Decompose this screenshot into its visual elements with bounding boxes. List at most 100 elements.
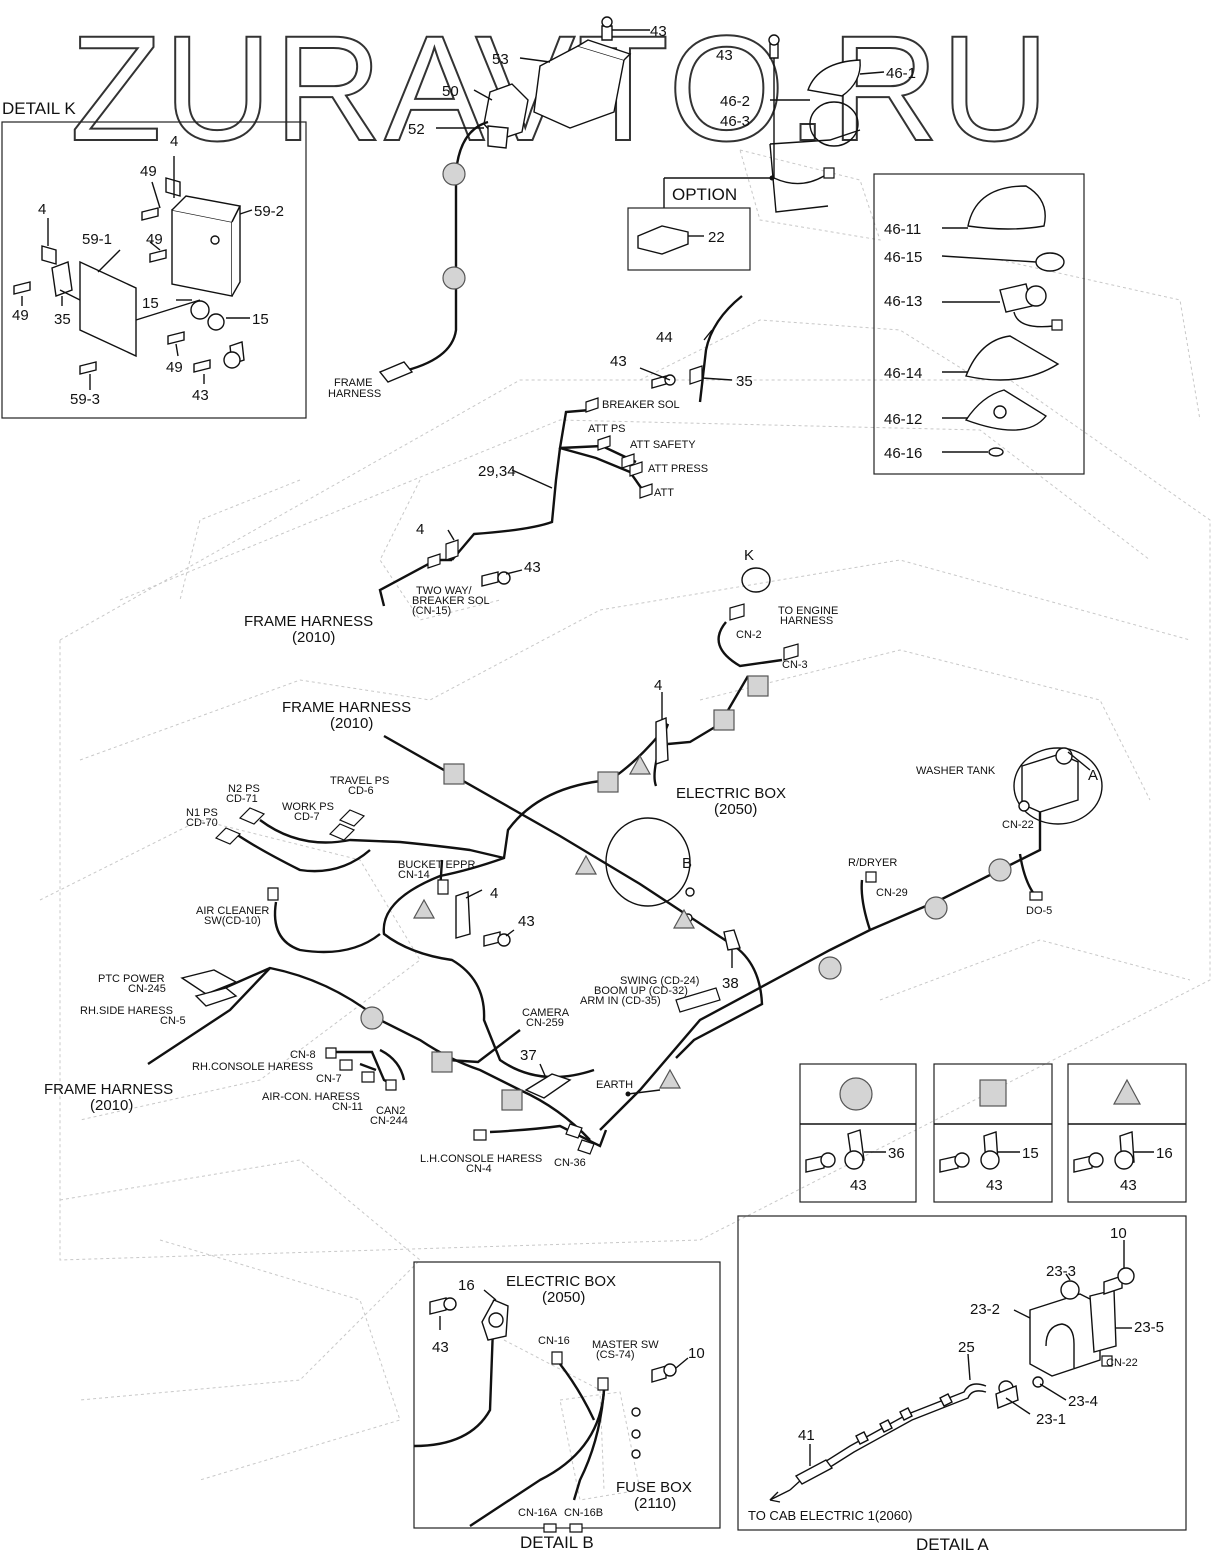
callout-50: 50 (442, 83, 459, 100)
label-n2ps: N2 PS (228, 783, 260, 795)
label-frame-harness-3b: (2010) (90, 1097, 133, 1114)
main-callouts: 44 43 35 29,34 4 43 K 4 4 43 B 38 37 A (416, 329, 1098, 1079)
callout-a: A (1088, 767, 1098, 784)
label-breaker-sol: BREAKER SOL (602, 399, 680, 411)
harness-wires (147, 120, 1042, 1148)
detail-k-title: DETAIL K (2, 99, 76, 118)
harness-connectors (180, 365, 1103, 1155)
top-lamp-assembly: 43 43 53 50 52 46-1 46-2 46-3 (408, 16, 916, 213)
detail-b-fuse-box: FUSE BOX (616, 1479, 692, 1496)
detail-k-label-8: 49 (166, 359, 183, 376)
label-n1ps: N1 PS (186, 807, 218, 819)
legend-3-part-b: 43 (1120, 1177, 1137, 1194)
callout-52: 52 (408, 121, 425, 138)
label-cn7: CN-7 (316, 1073, 342, 1085)
detail-a-cn22: CN-22 (1106, 1357, 1138, 1369)
detail-a-callout-23-5: 23-5 (1134, 1319, 1164, 1336)
callout-43-c: 43 (524, 559, 541, 576)
callout-37: 37 (520, 1047, 537, 1064)
label-lh-console: L.H.CONSOLE HARESS (420, 1153, 542, 1165)
detail-a-callout-23-1: 23-1 (1036, 1411, 1066, 1428)
callout-4-c: 4 (490, 885, 498, 902)
label-frame-harness-1: FRAME HARNESS (244, 613, 373, 630)
label-cn29: CN-29 (876, 887, 908, 899)
label-earth: EARTH (596, 1079, 633, 1091)
detail-b-electric-box-b: (2050) (542, 1289, 585, 1306)
detail-46-label-0: 46-11 (884, 221, 921, 238)
detail-k-label-6: 15 (142, 295, 159, 312)
label-cn5: CN-5 (160, 1015, 186, 1027)
label-frame-harness-2: FRAME HARNESS (282, 699, 411, 716)
detail-b-callout-43: 43 (432, 1339, 449, 1356)
detail-46-label-2: 46-13 (884, 293, 922, 310)
label-rh-side: RH.SIDE HARESS (80, 1005, 173, 1017)
svg-text:FRAME HARNESS: FRAME HARNESS (328, 377, 381, 400)
label-camera: CAMERA (522, 1007, 570, 1019)
callout-29-34: 29,34 (478, 463, 516, 480)
detail-b-title: DETAIL B (520, 1533, 594, 1552)
label-att-safety: ATT SAFETY (630, 439, 696, 451)
detail-b-electric-box: ELECTRIC BOX (506, 1273, 616, 1290)
label-two-way-3: (CN-15) (412, 605, 451, 617)
detail-a-callout-23-3: 23-3 (1046, 1263, 1076, 1280)
callout-b: B (682, 855, 692, 872)
label-frame-harness-top-1: FRAME (334, 377, 373, 389)
label-electric-box: ELECTRIC BOX (676, 785, 786, 802)
label-cn8: CN-8 (290, 1049, 316, 1061)
label-att-press: ATT PRESS (648, 463, 708, 475)
label-sw-cd10: SW(CD-10) (204, 915, 261, 927)
label-cn244: CN-244 (370, 1115, 408, 1127)
detail-b-callout-10: 10 (688, 1345, 705, 1362)
label-bucket-eppr: BUCKET EPPR (398, 859, 475, 871)
label-air-cleaner: AIR CLEANER (196, 905, 269, 917)
detail-b-cn16b: CN-16B (564, 1507, 603, 1519)
legend-panel: 36 43 15 43 16 43 (799, 1063, 1187, 1203)
label-travelps: TRAVEL PS (330, 775, 389, 787)
callout-43-top: 43 (650, 23, 667, 40)
detail-k-label-11: 59-3 (70, 391, 100, 408)
label-cn36: CN-36 (554, 1157, 586, 1169)
label-frame-harness-1b: (2010) (292, 629, 335, 646)
label-rh-console: RH.CONSOLE HARESS (192, 1061, 313, 1073)
label-two-way-2: BREAKER SOL (412, 595, 490, 607)
detail-b-cn16: CN-16 (538, 1335, 570, 1347)
label-two-way-1: TWO WAY/ (416, 585, 473, 597)
detail-b-master-sw: MASTER SW (592, 1339, 659, 1351)
label-att: ATT (654, 487, 674, 499)
label-frame-harness-3: FRAME HARNESS (44, 1081, 173, 1098)
label-washer-tank: WASHER TANK (916, 765, 996, 777)
detail-k-label-1: 49 (140, 163, 157, 180)
callout-46-3: 46-3 (720, 113, 750, 130)
callout-44: 44 (656, 329, 673, 346)
label-cd71: CD-71 (226, 793, 258, 805)
label-cn4: CN-4 (466, 1163, 492, 1175)
clip-markers (360, 162, 1012, 1111)
detail-k-label-3: 4 (38, 201, 46, 218)
option-panel: OPTION 22 (627, 185, 751, 271)
label-swing: SWING (CD-24) (620, 975, 699, 987)
label-workps: WORK PS (282, 801, 334, 813)
callout-46-1: 46-1 (886, 65, 916, 82)
detail-46-label-5: 46-16 (884, 445, 922, 462)
label-cn11: CN-11 (332, 1101, 363, 1113)
detail-k-label-10: 49 (12, 307, 29, 324)
label-cn3: CN-3 (782, 659, 808, 671)
detail-k-label-9: 35 (54, 311, 71, 328)
detail-46-label-3: 46-14 (884, 365, 922, 382)
callout-4-b: 4 (654, 677, 662, 694)
legend-2-part-a: 15 (1022, 1145, 1039, 1162)
label-electric-box-b: (2050) (714, 801, 757, 818)
label-arm-in: ARM IN (CD-35) (580, 995, 661, 1007)
lamp-exploded-panel: 46-11 46-15 46-13 46-14 46-12 46-16 (873, 173, 1085, 475)
detail-a-callout-23-2: 23-2 (970, 1301, 1000, 1318)
label-frame-harness-top-2: HARNESS (328, 388, 381, 400)
option-title: OPTION (672, 185, 737, 204)
label-frame-harness-2b: (2010) (330, 715, 373, 732)
callout-43-d: 43 (518, 913, 535, 930)
callout-43-top2: 43 (716, 47, 733, 64)
detail-b-cn16a: CN-16A (518, 1507, 558, 1519)
detail-b-fuse-box-b: (2110) (634, 1495, 676, 1512)
label-cn259: CN-259 (526, 1017, 564, 1029)
detail-46-label-4: 46-12 (884, 411, 922, 428)
